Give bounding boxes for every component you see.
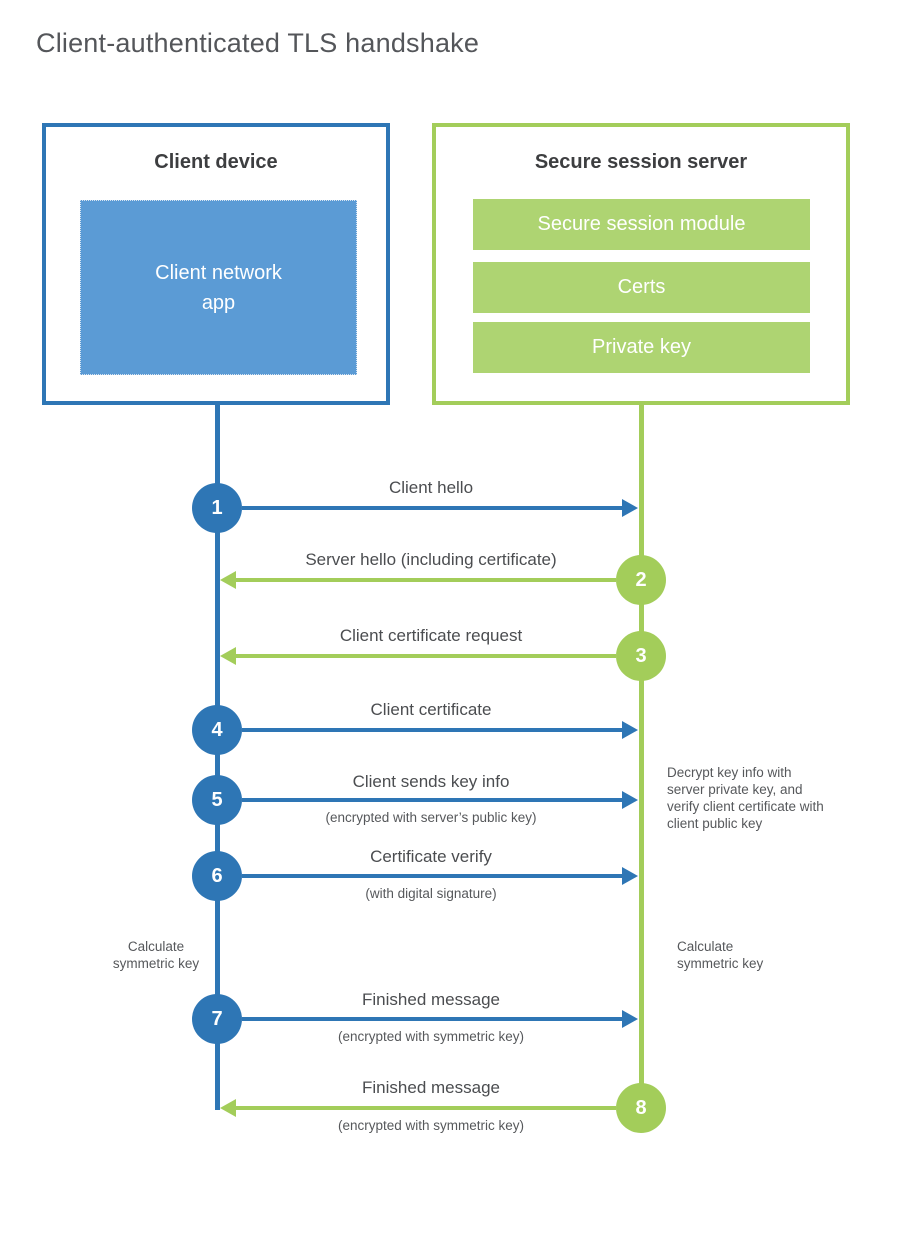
step-1-label: Client hello [388,478,474,497]
client-device-box: Client device Client network app [42,123,390,405]
step-2-circle: 2 [616,555,666,605]
step-2-label: Server hello (including certificate) [305,550,557,569]
step-8-sublabel: (encrypted with symmetric key) [337,1118,525,1133]
step-1-circle: 1 [192,483,242,533]
step-8-label: Finished message [362,1078,500,1097]
step-3-arrow-line [236,654,616,658]
step-4-arrow-line [242,728,622,732]
step-3-circle: 3 [616,631,666,681]
step-5-label: Client sends key info [352,772,510,791]
client-network-app-box: Client network app [80,200,357,375]
server-lifeline [639,404,644,1108]
step-6-sublabel: (with digital signature) [365,886,497,901]
client-calculate-key-note: Calculate symmetric key [112,939,200,971]
client-device-title: Client device [154,151,278,173]
secure-session-server-box: Secure session server Secure session mod… [432,123,850,405]
step-5-circle: 5 [192,775,242,825]
step-2-arrowhead-icon [220,571,236,589]
step-8-arrowhead-icon [220,1099,236,1117]
step-1-arrowhead-icon [622,499,638,517]
step-6-arrowhead-icon [622,867,638,885]
step-7-label: Finished message [362,990,500,1009]
client-lifeline [215,404,220,1110]
step-4-circle: 4 [192,705,242,755]
step-1-arrow-line [242,506,622,510]
server-private-key-bar: Private key [473,322,810,373]
step-6-arrow-line [242,874,622,878]
step-8-circle: 8 [616,1083,666,1133]
step-2-arrow-line [236,578,616,582]
step-8-arrow-line [236,1106,616,1110]
server-decrypt-note: Decrypt key info with server private key… [667,765,824,831]
step-5-arrowhead-icon [622,791,638,809]
step-7-arrowhead-icon [622,1010,638,1028]
server-module-bar: Secure session module [473,199,810,250]
secure-session-server-title: Secure session server [534,151,748,173]
step-6-label: Certificate verify [370,847,492,866]
page-title: Client-authenticated TLS handshake [36,28,480,58]
step-5-sublabel: (encrypted with server’s public key) [325,810,537,825]
step-7-arrow-line [242,1017,622,1021]
server-certs-bar: Certs [473,262,810,313]
step-4-arrowhead-icon [622,721,638,739]
step-3-arrowhead-icon [220,647,236,665]
step-3-label: Client certificate request [339,626,523,645]
step-6-circle: 6 [192,851,242,901]
step-7-sublabel: (encrypted with symmetric key) [337,1029,525,1044]
step-5-arrow-line [242,798,622,802]
client-network-app-label: Client network app [155,261,282,314]
step-7-circle: 7 [192,994,242,1044]
server-calculate-key-note: Calculate symmetric key [677,939,764,971]
step-4-label: Client certificate [370,700,492,719]
